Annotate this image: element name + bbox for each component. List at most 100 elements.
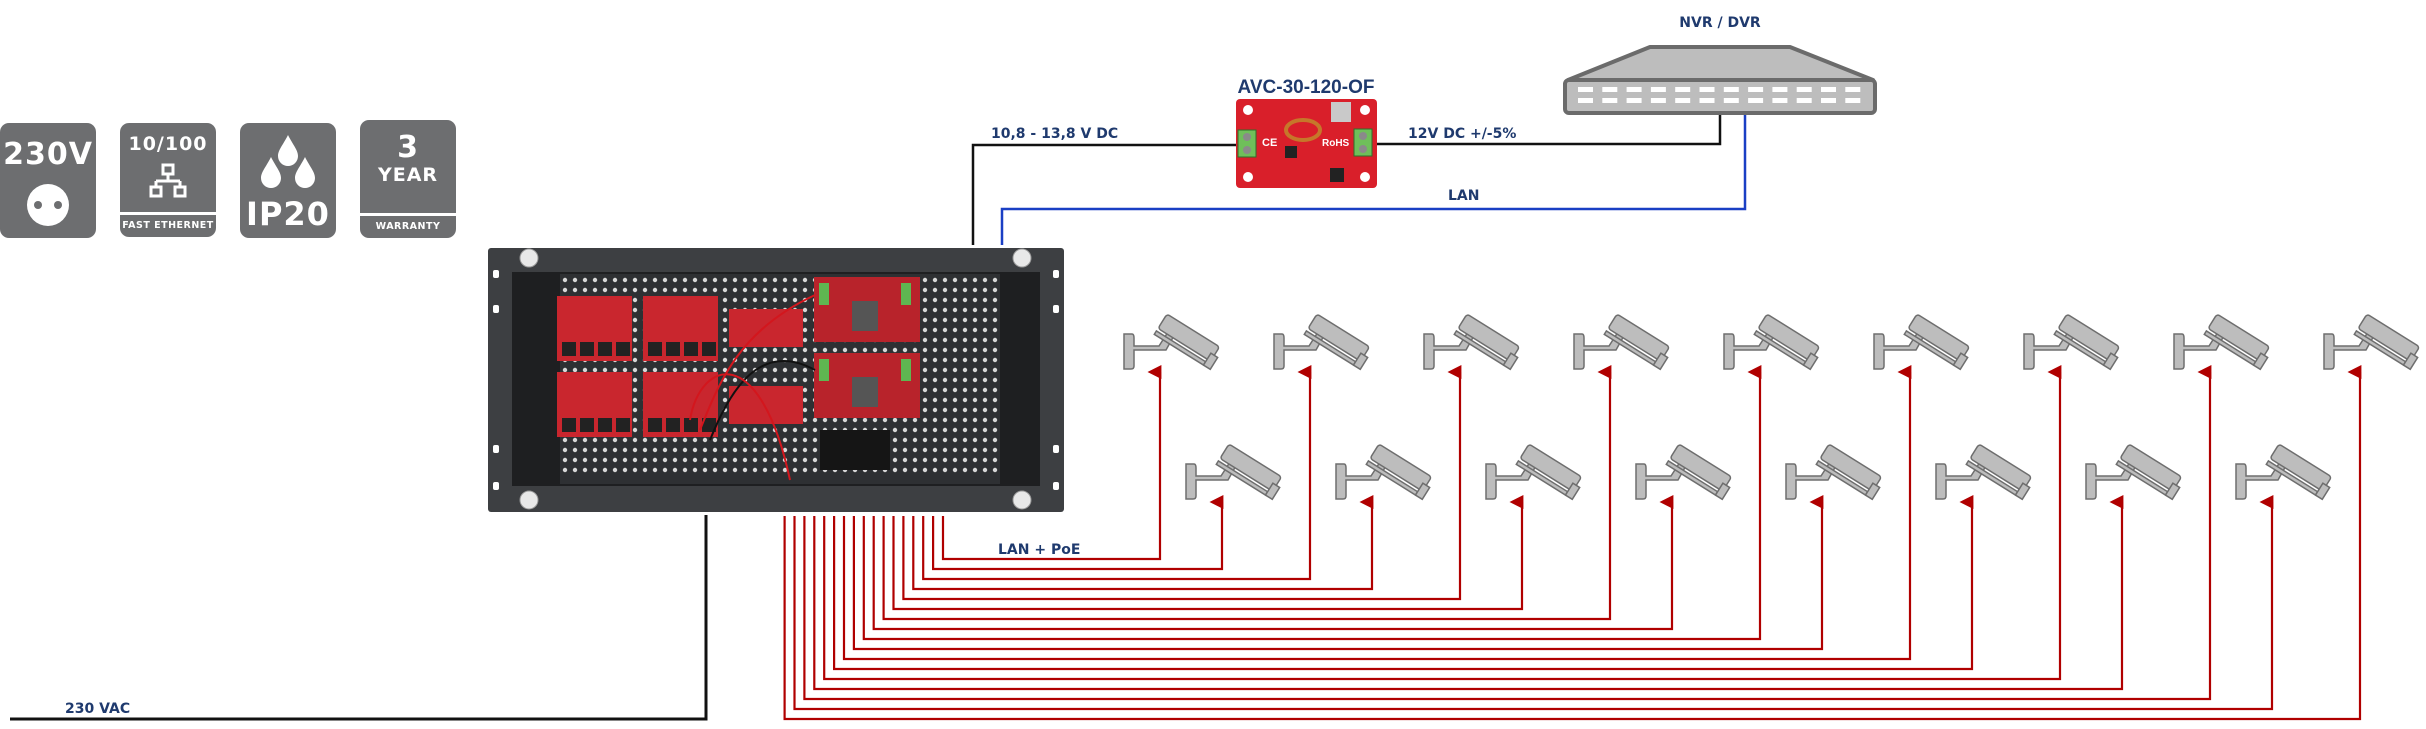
network-topology-icon [149,163,187,198]
perforation-hole [632,297,638,303]
perforation-hole [702,437,708,443]
perforation-hole [942,417,948,423]
perforation-hole [802,457,808,463]
perforation-hole [992,307,998,313]
perforation-hole [642,447,648,453]
camera-icon[interactable] [1273,313,1374,371]
perforation-hole [932,417,938,423]
perforation-hole [932,387,938,393]
nvr-port [1796,98,1812,103]
camera-icon[interactable] [2085,443,2186,501]
perforation-hole [622,457,628,463]
perforation-hole [862,347,868,353]
perforation-hole [952,367,958,373]
perforation-hole [942,347,948,353]
perforation-hole [932,377,938,383]
perforation-hole [582,437,588,443]
perforation-hole [792,367,798,373]
perforation-hole [632,317,638,323]
perforation-hole [922,287,928,293]
poe-link-top-6 [842,365,1912,661]
camera-icon[interactable] [1335,443,1436,501]
nvr-port [1772,98,1788,103]
perforation-hole [582,367,588,373]
camera-icon[interactable] [1635,443,1736,501]
perforation-hole [982,397,988,403]
poe-link-top-7 [823,365,2062,681]
perforation-hole [972,297,978,303]
perforation-hole [922,437,928,443]
badge-fast-ethernet-title: 10/100 [128,133,208,155]
nvr-port [1748,87,1764,92]
water-drops-icon [261,135,315,188]
perforation-hole [972,377,978,383]
dc-dc-converter[interactable]: RoHS CE [1236,99,1377,188]
perforation-hole [632,347,638,353]
perforation-hole [692,447,698,453]
camera-icon[interactable] [2323,313,2424,371]
perforation-hole [802,327,808,333]
perforation-hole [782,377,788,383]
perforation-hole [772,447,778,453]
camera-icon[interactable] [1185,443,1286,501]
nvr-dvr-device[interactable] [1563,45,1877,115]
perforation-hole [982,357,988,363]
camera-icon[interactable] [1785,443,1886,501]
perforation-hole [932,297,938,303]
poe-link-bottom-2 [912,495,1374,591]
perforation-hole [982,437,988,443]
perforation-hole [632,337,638,343]
perforation-hole [932,407,938,413]
mains-wire [10,515,708,721]
camera-icon[interactable] [1423,313,1524,371]
perforation-hole [942,467,948,473]
perforation-hole [982,417,988,423]
perforation-hole [902,467,908,473]
camera-icon[interactable] [1935,443,2036,501]
perforation-hole [962,467,968,473]
perforation-hole [992,377,998,383]
converter-input-label: 10,8 - 13,8 V DC [991,126,1118,142]
poe-link-bottom-4 [872,495,1674,631]
perforation-hole [732,347,738,353]
perforation-hole [702,457,708,463]
perforation-hole [752,427,758,433]
camera-icon[interactable] [1485,443,1586,501]
perforation-hole [892,467,898,473]
perforation-hole [752,347,758,353]
perforation-hole [892,347,898,353]
perforation-hole [652,277,658,283]
perforation-hole [802,467,808,473]
camera-icon[interactable] [1873,313,1974,371]
rack-enclosure[interactable] [488,248,1064,512]
camera-icon[interactable] [2235,443,2336,501]
camera-icon[interactable] [1123,313,1224,371]
perforation-hole [702,447,708,453]
camera-icon[interactable] [1723,313,1824,371]
perforation-hole [562,457,568,463]
perforation-hole [942,407,948,413]
perforation-hole [562,437,568,443]
camera-icon[interactable] [2023,313,2124,371]
perforation-hole [712,367,718,373]
camera-icon[interactable] [1573,313,1674,371]
perforation-hole [662,457,668,463]
perforation-hole [582,447,588,453]
perforation-hole [792,457,798,463]
perforation-hole [982,407,988,413]
perforation-hole [662,287,668,293]
camera-icon[interactable] [2173,313,2274,371]
perforation-hole [802,357,808,363]
perforation-hole [802,337,808,343]
perforation-hole [702,287,708,293]
perforation-hole [922,397,928,403]
perforation-hole [762,277,768,283]
perforation-hole [572,437,578,443]
perforation-hole [972,457,978,463]
perforation-hole [972,437,978,443]
perforation-hole [942,437,948,443]
perforation-hole [802,427,808,433]
perforation-hole [962,437,968,443]
perforation-hole [922,407,928,413]
perforation-hole [992,407,998,413]
